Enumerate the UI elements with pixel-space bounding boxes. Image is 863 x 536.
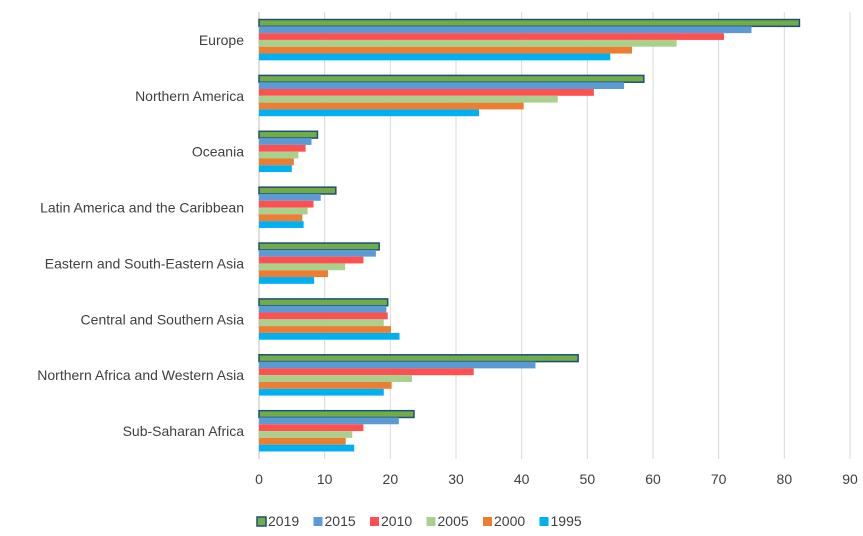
- bar-2005-5: [259, 319, 384, 327]
- bar-2000-5: [259, 326, 391, 333]
- bar-2010-0: [259, 33, 724, 40]
- x-tick-labels: 0 10 20 30 40 50 60 70 80 90: [255, 471, 858, 487]
- bar-2015-5: [259, 305, 387, 313]
- bar-2015-2: [259, 138, 312, 145]
- category-label: Latin America and the Caribbean: [40, 200, 244, 216]
- bar-2019-7: [258, 409, 415, 419]
- x-tick-label: 10: [317, 471, 333, 487]
- legend-label-1995: 1995: [551, 513, 582, 529]
- legend-swatch-1995: [539, 517, 549, 526]
- bar-2015-7: [259, 417, 399, 425]
- bar-2005-4: [259, 263, 346, 271]
- bar-2019-2: [258, 130, 319, 139]
- bar-2005-0: [259, 39, 677, 47]
- category-label: Oceania: [192, 144, 244, 160]
- legend-swatch-2019: [256, 516, 267, 527]
- bar-2010-6: [259, 368, 474, 376]
- x-tick-label: 0: [255, 471, 263, 487]
- bar-2019-0: [258, 18, 801, 28]
- x-tick-label: 20: [383, 471, 399, 487]
- legend: 2019 2015 2010 2005 2000 1995: [256, 513, 582, 529]
- legend-swatch-2010: [370, 517, 379, 526]
- bar-2000-2: [259, 158, 294, 166]
- bar-2000-4: [259, 270, 328, 278]
- category-label: Europe: [199, 32, 244, 48]
- x-tick-label: 40: [514, 471, 530, 487]
- bar-2000-0: [259, 46, 632, 54]
- bar-2005-6: [259, 375, 413, 382]
- bar-2000-7: [259, 437, 346, 445]
- x-tick-label: 90: [842, 471, 858, 487]
- x-tick-label: 70: [711, 471, 727, 487]
- legend-label-2015: 2015: [325, 513, 356, 529]
- bar-2005-2: [259, 151, 299, 159]
- bar-2005-7: [259, 431, 353, 438]
- legend-label-2010: 2010: [381, 513, 412, 529]
- legend-label-2000: 2000: [494, 513, 525, 529]
- bar-2015-3: [259, 193, 321, 201]
- bar-2015-6: [259, 361, 536, 369]
- bar-2019-3: [258, 186, 337, 195]
- bar-1995-1: [259, 109, 479, 117]
- bar-1995-6: [259, 388, 384, 396]
- category-label: Eastern and South-Eastern Asia: [45, 255, 244, 271]
- bar-1995-7: [259, 444, 355, 452]
- category-label: Sub-Saharan Africa: [123, 423, 245, 439]
- bar-2000-6: [259, 381, 392, 389]
- bar-2015-0: [259, 26, 752, 34]
- bar-2019-6: [258, 354, 579, 363]
- bar-2019-1: [258, 74, 645, 83]
- legend-swatch-2000: [483, 517, 492, 526]
- bar-1995-2: [259, 165, 292, 173]
- bar-2010-1: [259, 89, 594, 96]
- bar-1995-4: [259, 277, 315, 284]
- legend-swatch-2005: [426, 517, 436, 526]
- bar-2010-2: [259, 144, 306, 152]
- bar-2019-4: [258, 242, 380, 251]
- x-tick-label: 80: [777, 471, 793, 487]
- bar-2010-7: [259, 424, 364, 432]
- bar-2010-3: [259, 200, 314, 208]
- legend-label-2005: 2005: [438, 513, 469, 529]
- x-tick-label: 60: [645, 471, 661, 487]
- category-label: Northern America: [135, 88, 244, 104]
- bar-1995-0: [259, 53, 611, 61]
- legend-label-2019: 2019: [268, 513, 299, 529]
- bar-1995-3: [259, 221, 304, 228]
- bar-2010-4: [259, 256, 364, 264]
- x-tick-label: 50: [580, 471, 596, 487]
- bar-2000-1: [259, 102, 524, 110]
- bar-2000-3: [259, 214, 303, 222]
- bar-2019-5: [258, 298, 389, 307]
- bar-2015-4: [259, 249, 376, 257]
- bar-2015-1: [259, 82, 625, 90]
- bar-2010-5: [259, 312, 388, 320]
- bar-2005-3: [259, 207, 308, 215]
- bar-1995-5: [259, 332, 400, 340]
- category-label: Northern Africa and Western Asia: [37, 367, 244, 383]
- legend-swatch-2015: [313, 517, 323, 526]
- category-label: Central and Southern Asia: [81, 311, 245, 327]
- bars: [258, 18, 801, 452]
- bar-2005-1: [259, 95, 558, 103]
- x-tick-label: 30: [448, 471, 464, 487]
